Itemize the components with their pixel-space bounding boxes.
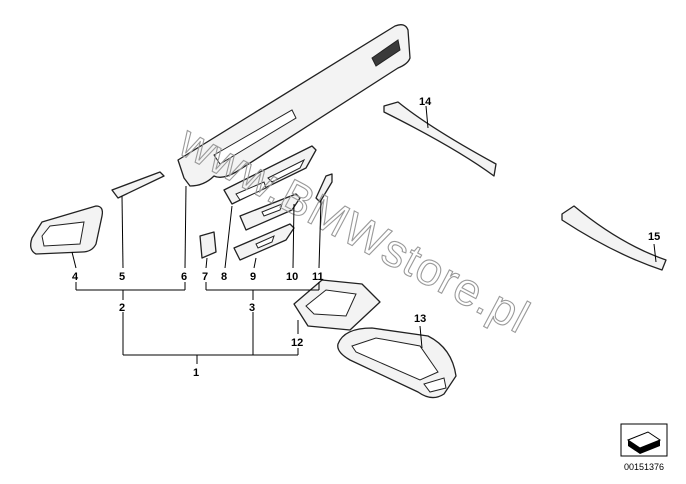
part-11-vertical-trim — [315, 173, 333, 203]
callout-9: 9 — [250, 271, 256, 283]
part-7-small-cover — [199, 231, 217, 259]
leader-lines — [71, 105, 657, 364]
callout-4: 4 — [72, 271, 79, 283]
callout-numbers: 1 2 3 4 5 6 7 8 9 10 11 12 13 14 15 — [72, 96, 660, 379]
callout-11: 11 — [312, 271, 324, 283]
document-number: 00151376 — [624, 462, 664, 472]
part-6-dashboard-trim — [177, 24, 411, 187]
part-15-door-trim-strip — [561, 205, 667, 271]
callout-6: 6 — [181, 271, 187, 283]
part-4-left-vent-trim — [30, 205, 104, 255]
callout-15: 15 — [648, 231, 660, 243]
callout-8: 8 — [221, 271, 227, 283]
callout-12: 12 — [291, 337, 303, 349]
part-13-console-trim — [337, 327, 457, 399]
callout-7: 7 — [202, 271, 208, 283]
callout-5: 5 — [119, 271, 125, 283]
callout-14: 14 — [419, 96, 432, 108]
callout-3: 3 — [249, 302, 255, 314]
part-5-small-trim-strip — [111, 171, 165, 199]
part-14-door-trim-strip — [383, 101, 497, 177]
part-10-center-trim-middle — [239, 193, 301, 231]
callout-10: 10 — [286, 271, 298, 283]
part-12-storage-tray — [293, 279, 381, 331]
part-8-center-trim-upper — [223, 145, 317, 205]
document-icon — [620, 423, 668, 457]
part-9-center-trim-lower — [233, 223, 295, 261]
callout-2: 2 — [119, 302, 125, 314]
callout-1: 1 — [193, 367, 199, 379]
callout-13: 13 — [414, 313, 426, 325]
